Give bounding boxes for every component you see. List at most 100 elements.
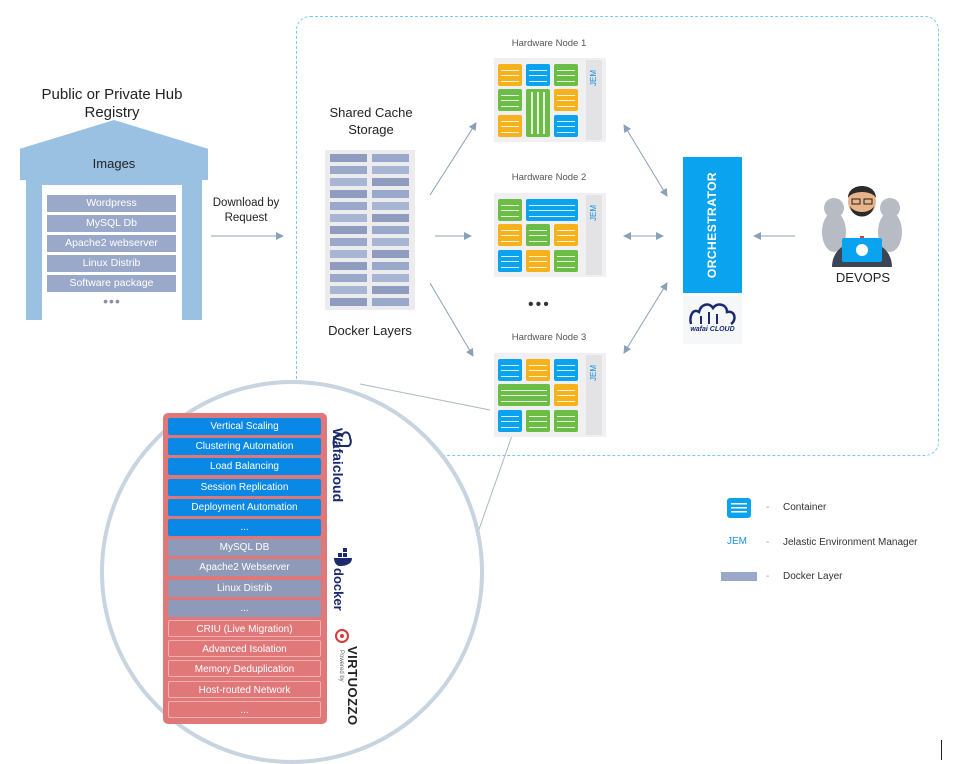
node-3-title: Hardware Node 3 <box>511 332 587 343</box>
hardware-node-1: JEM <box>494 58 606 142</box>
stack-item-wafaicloud: Vertical Scaling <box>168 418 321 435</box>
docker-layer <box>372 238 409 246</box>
download-label: Download by Request <box>212 197 280 224</box>
docker-layer <box>372 166 409 174</box>
container-block <box>526 89 550 137</box>
container-block <box>498 64 522 86</box>
docker-layer <box>330 190 367 198</box>
stack-item-wafaicloud: Session Replication <box>168 478 321 496</box>
wafaicloud-icon <box>332 431 352 447</box>
docker-layer <box>372 226 409 234</box>
jem-bar: JEM <box>586 195 602 275</box>
shared-cache-storage <box>325 150 415 310</box>
jem-label: JEM <box>589 365 598 381</box>
legend-dash: - <box>766 502 770 513</box>
nodes-ellipsis: ••• <box>528 296 551 313</box>
container-block <box>526 250 550 272</box>
images-list: Wordpress MySQL Db Apache2 webserver Lin… <box>42 185 182 320</box>
legend-docker-layer-text: Docker Layer <box>783 571 843 582</box>
stack-item-wafaicloud: Clustering Automation <box>168 438 321 456</box>
stack-item-docker: MySQL DB <box>168 539 321 557</box>
jem-label: JEM <box>589 205 598 221</box>
stack-item-docker: ... <box>168 599 321 617</box>
stack-item-docker: Linux Distrib <box>168 579 321 597</box>
docker-layer <box>330 286 367 294</box>
container-block <box>554 410 578 432</box>
orchestrator: ORCHESTRATOR <box>683 157 742 293</box>
container-block <box>498 359 522 381</box>
brand-virtuozzo-small-text: Powered by <box>338 650 344 682</box>
hardware-node-2: JEM <box>494 193 606 277</box>
container-block <box>526 64 550 86</box>
orchestrator-label: ORCHESTRATOR <box>705 171 719 279</box>
cloud-logo-icon <box>689 303 736 326</box>
image-item: MySQL Db <box>47 215 176 232</box>
brand-virtuozzo-text: VIRTUOZZO <box>345 646 360 726</box>
wafaicloud-logo: wafai CLOUD <box>683 296 742 344</box>
docker-layer <box>330 202 367 210</box>
virtuozzo-icon <box>335 629 349 643</box>
jem-bar: JEM <box>586 60 602 140</box>
container-block <box>498 250 522 272</box>
stack-item-wafaicloud: Deployment Automation <box>168 498 321 516</box>
container-block <box>498 410 522 432</box>
docker-layer <box>330 154 367 162</box>
image-item: Software package <box>47 275 176 292</box>
stack-item-virtuozzo: Memory Deduplication <box>168 660 321 678</box>
jem-bar: JEM <box>586 355 602 435</box>
stack-item-virtuozzo: CRIU (Live Migration) <box>168 620 321 637</box>
legend-dash: - <box>766 537 770 548</box>
brand-docker: docker <box>331 568 346 611</box>
devops-person-icon <box>822 186 902 267</box>
cluster-boundary <box>296 16 939 456</box>
docker-layer <box>330 274 367 282</box>
node-2-title: Hardware Node 2 <box>511 172 587 183</box>
docker-layer <box>330 214 367 222</box>
docker-layer <box>330 178 367 186</box>
container-block <box>498 199 522 221</box>
container-block <box>498 384 550 406</box>
stack-item-virtuozzo: ... <box>168 700 321 718</box>
docker-layer <box>372 190 409 198</box>
container-block <box>554 359 578 381</box>
legend-container-icon <box>727 498 751 518</box>
docker-layer <box>330 262 367 270</box>
image-item: Wordpress <box>47 195 176 212</box>
legend-docker-layer-icon <box>721 572 757 581</box>
brand-virtuozzo: VIRTUOZZO <box>345 646 360 726</box>
devops-label: DEVOPS <box>835 270 891 285</box>
container-block <box>498 115 522 137</box>
docker-layer <box>372 154 409 162</box>
brand-virtuozzo-small: Powered by <box>338 650 344 682</box>
registry-house: Images Wordpress MySQL Db Apache2 webser… <box>20 120 208 320</box>
jem-label: JEM <box>589 70 598 86</box>
docker-layer <box>372 202 409 210</box>
images-label: Images <box>92 156 136 171</box>
docker-layer <box>372 274 409 282</box>
container-block <box>554 250 578 272</box>
legend-dash: - <box>766 571 770 582</box>
container-block <box>498 89 522 111</box>
docker-layer <box>372 178 409 186</box>
legend-jem-text: Jelastic Environment Manager <box>783 537 918 548</box>
stack-item-docker: Apache2 Webserver <box>168 559 321 577</box>
legend-jem-abbr: JEM <box>727 536 747 547</box>
docker-layer <box>330 298 367 306</box>
stack-item-wafaicloud: Load Balancing <box>168 458 321 476</box>
orchestrator-logo-text: wafai CLOUD <box>690 326 735 333</box>
node-1-title: Hardware Node 1 <box>511 38 587 49</box>
stack-item-wafaicloud: ... <box>168 519 321 536</box>
docker-layers-label: Docker Layers <box>328 323 412 338</box>
cache-title: Shared Cache Storage <box>329 105 413 137</box>
container-block <box>526 199 578 221</box>
hardware-node-3: JEM <box>494 353 606 437</box>
stack-item-virtuozzo: Advanced Isolation <box>168 640 321 658</box>
docker-whale-icon <box>334 548 352 566</box>
container-block <box>554 64 578 86</box>
image-item: Apache2 webserver <box>47 235 176 252</box>
docker-layer <box>330 238 367 246</box>
image-item: Linux Distrib <box>47 255 176 272</box>
registry-title: Public or Private Hub Registry <box>41 86 183 121</box>
page-edge-marker <box>941 740 942 760</box>
